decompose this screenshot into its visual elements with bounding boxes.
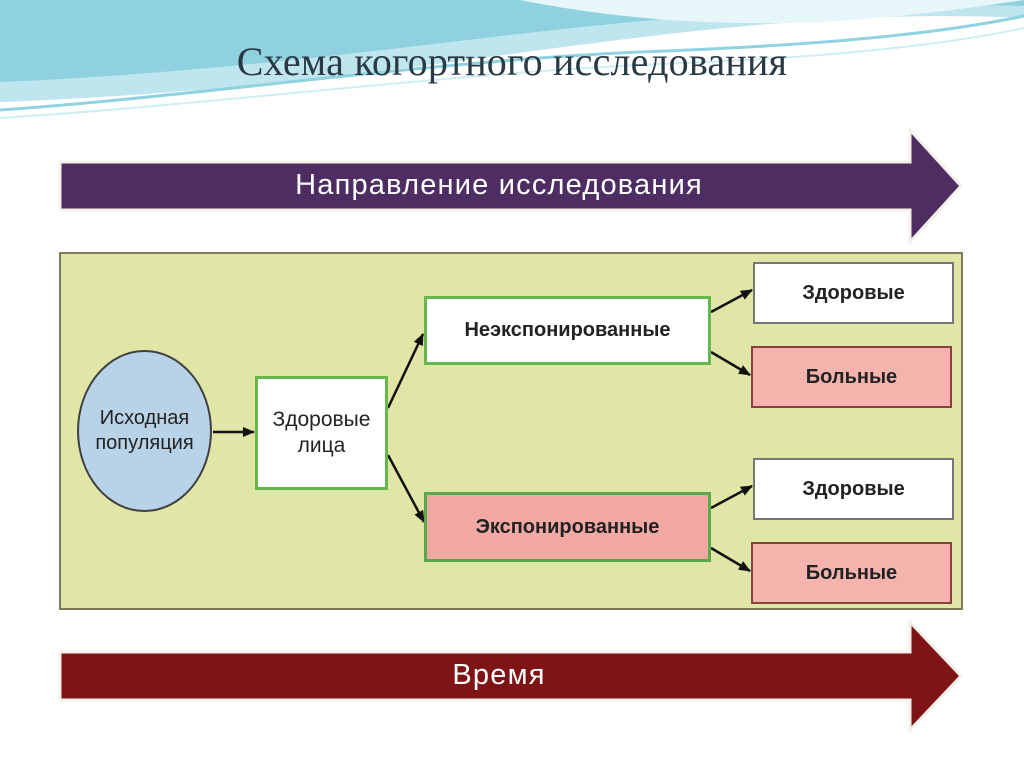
healthy-persons-node: Здоровые лица (255, 376, 388, 490)
unexposed-node: Неэкспонированные (424, 296, 711, 365)
direction-arrow-shape (59, 128, 964, 244)
source-population-line2: популяция (95, 432, 194, 454)
exposed-label: Экспонированные (475, 515, 660, 538)
direction-arrow: Направление исследования (59, 128, 964, 244)
unexposed-healthy-node: Здоровые (753, 262, 954, 324)
exposed-node: Экспонированные (424, 492, 711, 562)
slide-title: Схема когортного исследования (236, 39, 788, 84)
direction-label: Направление исследования (295, 169, 703, 201)
time-label: Время (452, 659, 546, 691)
time-arrow-shape (59, 620, 964, 732)
unexposed-healthy-label: Здоровые (802, 281, 905, 304)
source-population-line1: Исходная (99, 407, 190, 429)
exposed-healthy-node: Здоровые (753, 458, 954, 520)
healthy-persons-line1: Здоровые (272, 408, 371, 431)
unexposed-sick-label: Больные (805, 365, 898, 388)
unexposed-label: Неэкспонированные (464, 319, 671, 341)
exposed-sick-node: Больные (751, 542, 952, 604)
exposed-healthy-label: Здоровые (802, 477, 905, 500)
healthy-persons-line2: лица (297, 434, 346, 457)
unexposed-sick-node: Больные (751, 346, 952, 408)
source-population-node: Исходная популяция (77, 350, 212, 512)
time-arrow: Время (59, 620, 964, 732)
exposed-sick-label: Больные (805, 561, 898, 584)
